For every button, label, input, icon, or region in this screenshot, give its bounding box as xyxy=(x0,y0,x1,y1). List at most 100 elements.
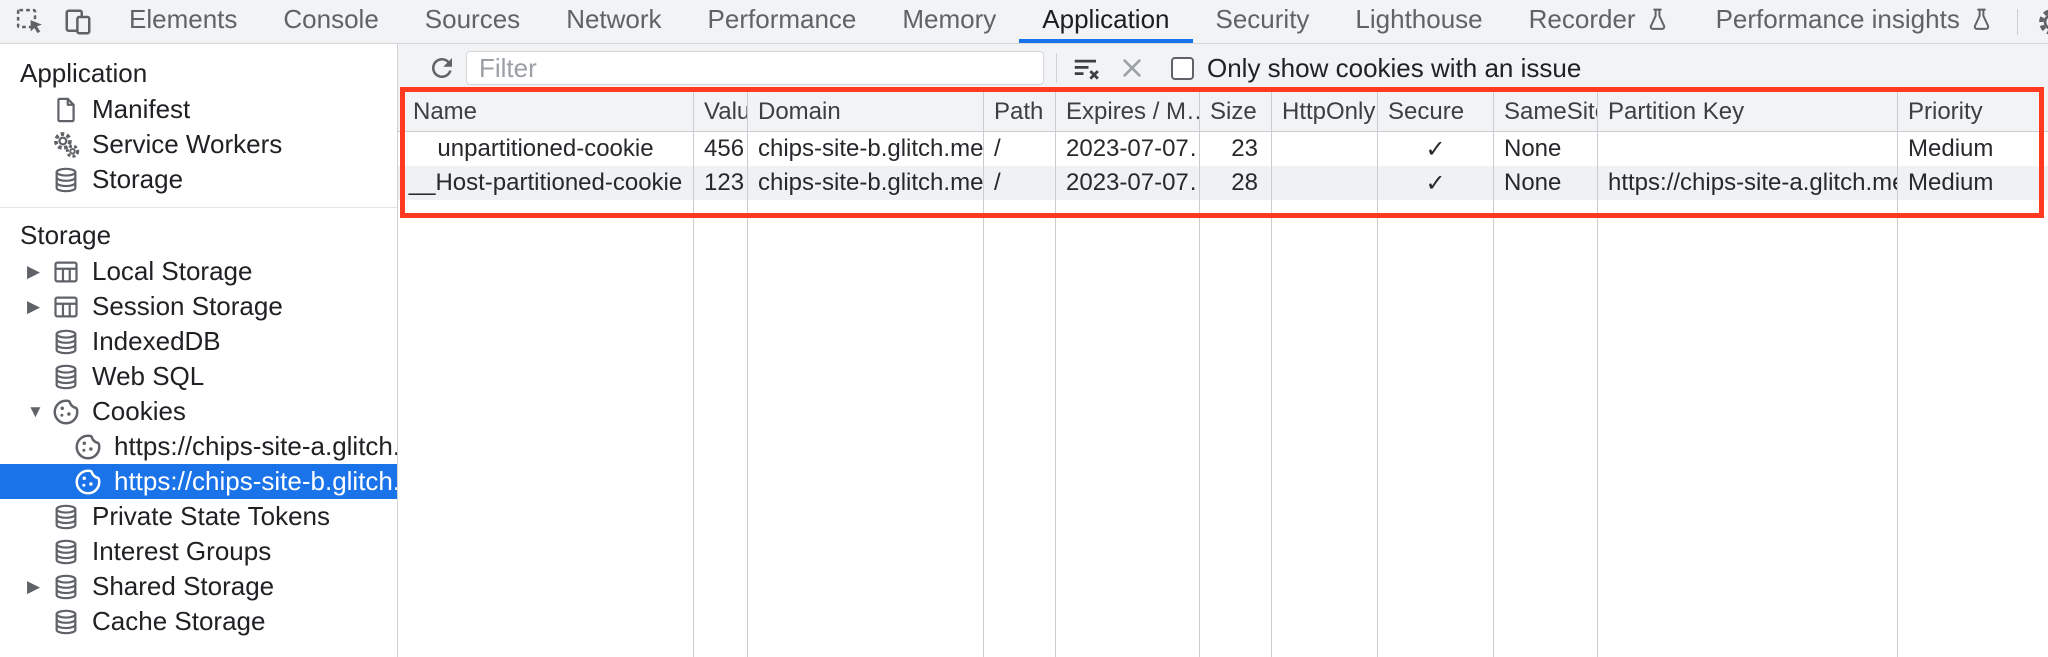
table-cell-priority-row-2[interactable]: Medium xyxy=(1898,166,2048,200)
column-header-priority[interactable]: Priority xyxy=(1898,92,2048,132)
table-cell-httponly-row-2[interactable] xyxy=(1272,166,1378,200)
table-cell-expires-m-row-1[interactable]: 2023-07-07… xyxy=(1056,132,1200,166)
sidebar-item-private-state-tokens[interactable]: Private State Tokens xyxy=(0,499,397,534)
column-header-name[interactable]: Name xyxy=(398,92,694,132)
triangle-down-icon[interactable]: ▼ xyxy=(27,401,44,421)
cookie-table: NameValueDomainPathExpires / M…SizeHttpO… xyxy=(398,92,2048,657)
table-cell-name-row-2[interactable]: __Host-partitioned-cookie xyxy=(398,166,694,200)
tab-memory[interactable]: Memory xyxy=(879,0,1019,43)
clear-table-icon[interactable] xyxy=(1117,53,1147,83)
tab-elements[interactable]: Elements xyxy=(106,0,260,43)
tab-security[interactable]: Security xyxy=(1193,0,1333,43)
tab-performance-insights[interactable]: Performance insights xyxy=(1693,0,2017,43)
settings-gear-icon[interactable] xyxy=(2036,6,2048,38)
table-cell-priority-row-1[interactable]: Medium xyxy=(1908,135,1994,162)
table-cell-secure-row-1[interactable]: ✓ xyxy=(1378,132,1494,166)
tab-recorder[interactable]: Recorder xyxy=(1506,0,1693,43)
table-cell-domain-row-1[interactable]: chips-site-b.glitch.me xyxy=(748,132,984,166)
table-filler-cell xyxy=(1378,200,1494,657)
table-cell-httponly-row-1[interactable] xyxy=(1272,132,1378,166)
tab-label: Network xyxy=(566,4,662,34)
tab-label: Sources xyxy=(424,4,521,34)
sidebar-item-label: Local Storage xyxy=(92,256,253,286)
tab-performance[interactable]: Performance xyxy=(685,0,880,43)
database-icon xyxy=(50,326,82,358)
sidebar-item-label: Session Storage xyxy=(92,291,283,321)
table-filler-cell xyxy=(1494,200,1598,657)
file-icon xyxy=(50,94,82,126)
tab-label: Performance xyxy=(707,4,857,34)
sidebar-item-session-storage[interactable]: ▶ Session Storage xyxy=(0,289,397,324)
column-header-secure[interactable]: Secure xyxy=(1378,92,1494,132)
table-icon xyxy=(50,256,82,288)
sidebar-item-interest-groups[interactable]: Interest Groups xyxy=(0,534,397,569)
database-icon xyxy=(50,571,82,603)
table-cell-path-row-2[interactable]: / xyxy=(984,166,1056,200)
sidebar-item-label: Storage xyxy=(92,164,184,194)
tab-application[interactable]: Application xyxy=(1019,0,1193,43)
sidebar-item-web-sql[interactable]: Web SQL xyxy=(0,359,397,394)
table-cell-value-row-1[interactable]: 456 xyxy=(694,132,748,166)
table-cell-expires-m-row-2[interactable]: 2023-07-07… xyxy=(1056,166,1200,200)
tab-label: Elements xyxy=(129,4,238,34)
table-cell-domain-row-2[interactable]: chips-site-b.glitch.me xyxy=(748,166,984,200)
only-issue-cookies-label: Only show cookies with an issue xyxy=(1207,52,1582,83)
column-header-path[interactable]: Path xyxy=(984,92,1056,132)
column-header-size[interactable]: Size xyxy=(1200,92,1272,132)
column-header-httponly[interactable]: HttpOnly xyxy=(1272,92,1378,132)
column-header-expires-m[interactable]: Expires / M… xyxy=(1056,92,1200,132)
sidebar-item-label: IndexedDB xyxy=(92,326,221,356)
device-toolbar-icon[interactable] xyxy=(62,6,94,38)
table-cell-value-row-2[interactable]: 123 xyxy=(694,166,748,200)
inspect-element-icon[interactable] xyxy=(14,6,46,38)
table-cell-samesite-row-1[interactable]: None xyxy=(1494,132,1598,166)
sidebar-item-label: Cookies xyxy=(92,396,186,426)
table-filler-cell xyxy=(1898,200,2048,657)
table-cell-size-row-1[interactable]: 23 xyxy=(1200,132,1272,166)
table-cell-secure-row-2[interactable]: ✓ xyxy=(1378,166,1494,200)
column-header-partition-key[interactable]: Partition Key xyxy=(1598,92,1898,132)
table-cell-partition-key-row-1[interactable] xyxy=(1598,132,1898,166)
sidebar-item-label: Service Workers xyxy=(92,129,283,159)
table-cell-partition-key-row-2[interactable]: https://chips-site-a.glitch.me xyxy=(1598,166,1898,200)
table-cell-path-row-1[interactable]: / xyxy=(984,132,1056,166)
sidebar-item-shared-storage[interactable]: ▶ Shared Storage xyxy=(0,569,397,604)
sidebar-item-https-chips-site-a-glitch-me[interactable]: https://chips-site-a.glitch.me xyxy=(0,429,397,464)
table-filler-cell xyxy=(984,200,1056,657)
column-header-samesite[interactable]: SameSite xyxy=(1494,92,1598,132)
tab-sources[interactable]: Sources xyxy=(402,0,543,43)
tab-console[interactable]: Console xyxy=(260,0,401,43)
sidebar-item-storage[interactable]: Storage xyxy=(0,162,397,197)
filter-input[interactable] xyxy=(466,51,1044,85)
column-header-value[interactable]: Value xyxy=(694,92,748,132)
tab-network[interactable]: Network xyxy=(543,0,684,43)
sidebar-item-cookies[interactable]: ▼ Cookies xyxy=(0,394,397,429)
sidebar-item-service-workers[interactable]: Service Workers xyxy=(0,127,397,162)
cookie-icon xyxy=(72,466,104,498)
triangle-right-icon[interactable]: ▶ xyxy=(27,576,41,596)
triangle-right-icon[interactable]: ▶ xyxy=(27,261,41,281)
only-issue-cookies-checkbox[interactable] xyxy=(1171,56,1194,80)
column-header-domain[interactable]: Domain xyxy=(748,92,984,132)
sidebar-item-cache-storage[interactable]: Cache Storage xyxy=(0,604,397,639)
sidebar-item-manifest[interactable]: Manifest xyxy=(0,92,397,127)
sidebar-item-local-storage[interactable]: ▶ Local Storage xyxy=(0,254,397,289)
table-cell-samesite-row-2[interactable]: None xyxy=(1494,166,1598,200)
table-cell-name-row-1[interactable]: unpartitioned-cookie xyxy=(398,132,694,166)
sidebar-item-indexeddb[interactable]: IndexedDB xyxy=(0,324,397,359)
refresh-icon[interactable] xyxy=(426,52,458,84)
database-icon xyxy=(50,361,82,393)
sidebar-item-label: https://chips-site-b.glitch.me xyxy=(114,466,398,496)
tab-lighthouse[interactable]: Lighthouse xyxy=(1332,0,1505,43)
triangle-right-icon[interactable]: ▶ xyxy=(27,296,41,316)
table-filler-cell xyxy=(398,200,694,657)
tab-label: Performance insights xyxy=(1715,4,1960,34)
table-cell-size-row-2[interactable]: 28 xyxy=(1200,166,1272,200)
sidebar-item-label: Shared Storage xyxy=(92,571,275,601)
sidebar-item-label: Interest Groups xyxy=(92,536,272,566)
sidebar-section-storage: Storage xyxy=(20,219,112,250)
experiment-flask-icon xyxy=(1645,7,1670,32)
clear-filter-icon[interactable] xyxy=(1069,51,1103,85)
sidebar-item-https-chips-site-b-glitch-me[interactable]: https://chips-site-b.glitch.me xyxy=(0,464,397,499)
